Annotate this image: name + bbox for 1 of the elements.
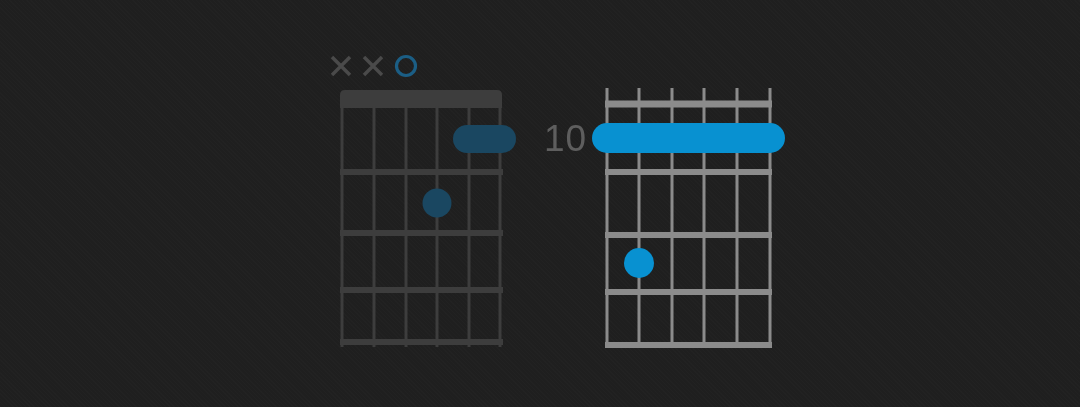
fret-number: 10 [544,120,588,157]
